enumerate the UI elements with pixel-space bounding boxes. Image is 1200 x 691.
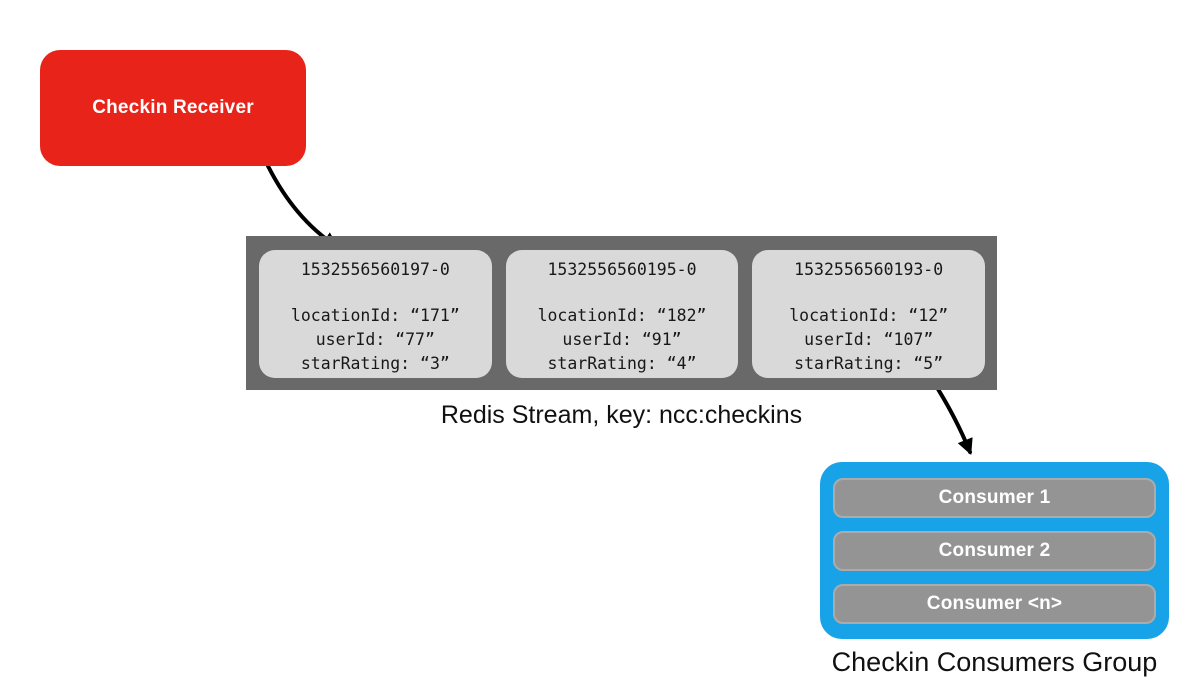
stream-entry-field-userId: userId: “107” [804, 330, 934, 349]
consumer-n-bar: Consumer <n> [833, 584, 1156, 624]
stream-entry-field-starRating: starRating: “4” [547, 354, 697, 373]
stream-entry-field-locationId: locationId: “182” [537, 306, 707, 325]
stream-entry-2: 1532556560195-0 locationId: “182” userId… [505, 250, 739, 378]
checkin-receiver-box: Checkin Receiver [40, 50, 306, 166]
stream-entry-id: 1532556560195-0 [547, 260, 697, 279]
stream-entry-3: 1532556560193-0 locationId: “12” userId:… [752, 250, 986, 378]
redis-stream-container: 1532556560197-0 locationId: “171” userId… [246, 236, 997, 390]
consumer-2-bar: Consumer 2 [833, 531, 1156, 571]
stream-entry-field-userId: userId: “77” [315, 330, 435, 349]
arrow-receiver-to-stream-icon [266, 164, 339, 248]
stream-entry-id: 1532556560193-0 [794, 260, 944, 279]
checkin-consumers-group-caption: Checkin Consumers Group [831, 647, 1158, 677]
stream-entry-field-starRating: starRating: “3” [300, 354, 450, 373]
stream-entry-field-locationId: locationId: “171” [290, 306, 460, 325]
stream-entry-field-locationId: locationId: “12” [789, 306, 949, 325]
checkin-consumers-group-box: Consumer 1 Consumer 2 Consumer <n> [820, 462, 1169, 639]
checkin-receiver-label: Checkin Receiver [92, 97, 254, 118]
stream-entry-1: 1532556560197-0 locationId: “171” userId… [259, 250, 492, 378]
stream-entry-field-starRating: starRating: “5” [794, 354, 944, 373]
stream-entry-field-userId: userId: “91” [562, 330, 682, 349]
redis-stream-caption: Redis Stream, key: ncc:checkins [440, 401, 803, 429]
stream-entry-id: 1532556560197-0 [300, 260, 450, 279]
consumer-1-bar: Consumer 1 [833, 478, 1156, 518]
